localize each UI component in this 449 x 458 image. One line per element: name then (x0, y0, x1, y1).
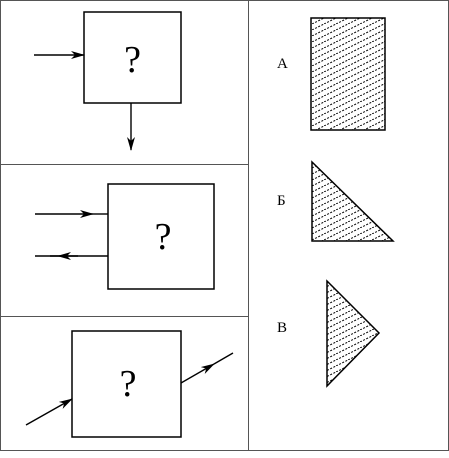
option-b-letter: Б (277, 193, 286, 209)
option-b-triangle (311, 160, 395, 242)
option-c: В (277, 279, 381, 388)
option-a-letter: А (277, 56, 288, 72)
option-c-triangle (326, 279, 381, 388)
option-b: Б (277, 160, 395, 242)
box-1-question: ? (124, 39, 141, 81)
option-c-letter: В (277, 320, 287, 336)
outgoing-ray-3 (180, 363, 215, 384)
box-3-question: ? (120, 363, 137, 405)
option-a: А (277, 17, 386, 131)
box-2-question: ? (155, 216, 172, 258)
outgoing-ray-3-end (213, 352, 234, 365)
incoming-ray-3 (25, 398, 73, 426)
black-box-3 (71, 330, 182, 438)
black-box-2 (107, 183, 215, 290)
scheme-3: ? (25, 330, 234, 438)
scheme-1: ? (34, 11, 182, 151)
option-a-rectangle (310, 17, 386, 131)
scheme-2: ? (35, 183, 215, 290)
